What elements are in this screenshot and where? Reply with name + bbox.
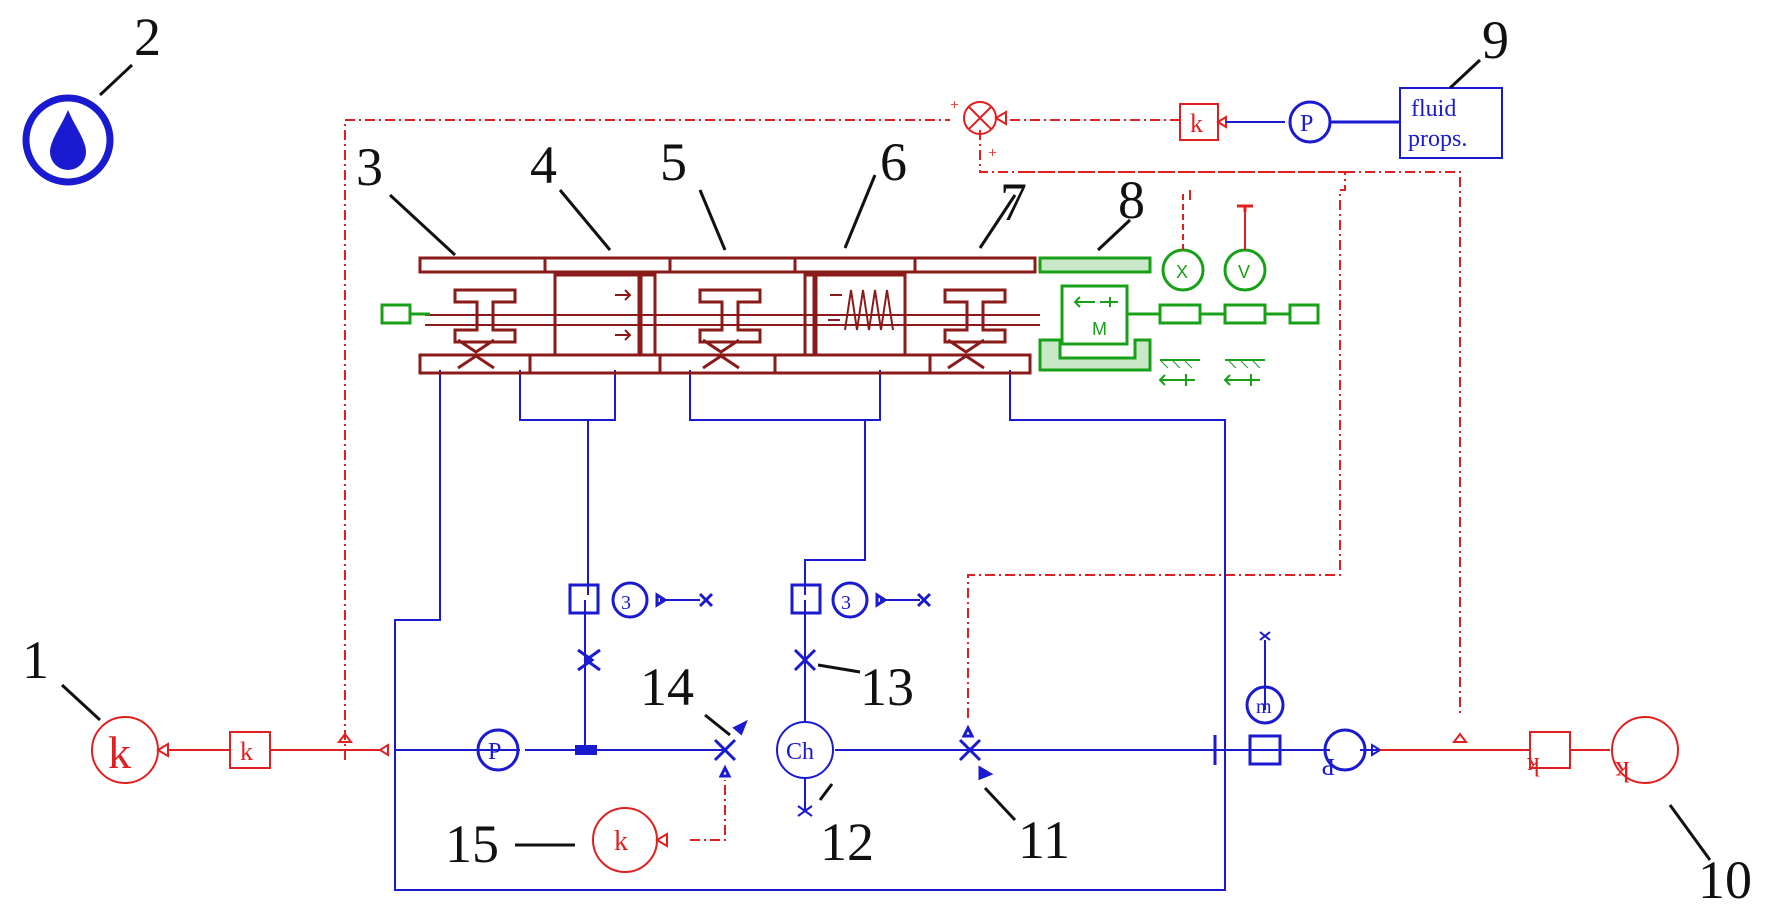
orifice-14 [713, 719, 748, 778]
fluid-props-block: fluid props. [1399, 87, 1503, 159]
pressure-label-top: P [1300, 111, 1313, 137]
flow-source-left: 3 [568, 581, 714, 672]
callout-8: 8 [1118, 170, 1145, 230]
pressure-source-top: P [1288, 100, 1400, 144]
gain-label-right: k [1527, 752, 1540, 781]
fluid-props-line2: props. [1408, 126, 1467, 152]
water-drop-icon [22, 94, 114, 186]
actuator-stack [418, 256, 1040, 375]
gain-label-left: k [240, 737, 253, 766]
pressure-source-left: P [476, 728, 597, 772]
callout-13: 13 [860, 657, 914, 717]
spring-icon [844, 289, 894, 331]
mass-flow-label: m [1256, 696, 1272, 718]
svg-text:+: + [988, 145, 997, 162]
callout-4: 4 [530, 135, 557, 195]
chamber-12: Ch [776, 721, 834, 817]
flow-source-icon [790, 583, 822, 615]
callout-9: 9 [1482, 10, 1509, 70]
pressure-source-right: P [1322, 728, 1382, 779]
chamber-label: Ch [786, 739, 814, 765]
callout-15: 15 [445, 814, 499, 874]
signal-wiring [344, 119, 1461, 841]
mass-flow-sensor: m [1213, 631, 1325, 766]
summing-junction: + + [950, 97, 1007, 162]
hydraulic-lines [394, 370, 1420, 891]
callout-5: 5 [660, 132, 687, 192]
flow-source-right: 3 [790, 581, 932, 672]
callout-12: 12 [820, 812, 874, 872]
input-source-1: k k [91, 716, 389, 784]
svg-text:+: + [950, 97, 959, 114]
callout-2: 2 [134, 7, 161, 67]
velocity-sensor-label: V [1238, 262, 1250, 282]
callout-10: 10 [1698, 850, 1752, 910]
orifice-icon [793, 648, 817, 672]
fluid-props-line1: fluid [1411, 96, 1456, 122]
pressure-label-left: P [488, 739, 501, 765]
flow-source-icon [568, 583, 600, 615]
callout-numbers: 1 2 3 4 5 6 7 8 9 10 11 12 13 14 15 [22, 7, 1752, 910]
input-source-15-label: k [614, 826, 628, 857]
position-sensor-label: X [1176, 262, 1188, 282]
callout-11: 11 [1018, 810, 1070, 870]
callout-7: 7 [1000, 172, 1027, 232]
input-source-1-label: k [108, 727, 131, 778]
callout-6: 6 [880, 132, 907, 192]
pressure-label-right: P [1322, 753, 1335, 779]
input-source-10: k k [1380, 716, 1679, 788]
svg-text:3: 3 [621, 592, 631, 614]
callout-1: 1 [22, 630, 49, 690]
mass-label: M [1092, 319, 1107, 339]
callout-14: 14 [640, 657, 694, 717]
callout-3: 3 [356, 137, 383, 197]
gain-block-top: k [1179, 103, 1285, 141]
mechanical-load: M X V [380, 190, 1320, 386]
svg-text:3: 3 [841, 592, 851, 614]
gain-label-top: k [1190, 109, 1203, 138]
orifice-11 [958, 724, 994, 781]
input-source-15: k [592, 807, 668, 873]
callout-leaders [60, 58, 1712, 861]
input-source-10-label: k [1615, 755, 1630, 788]
